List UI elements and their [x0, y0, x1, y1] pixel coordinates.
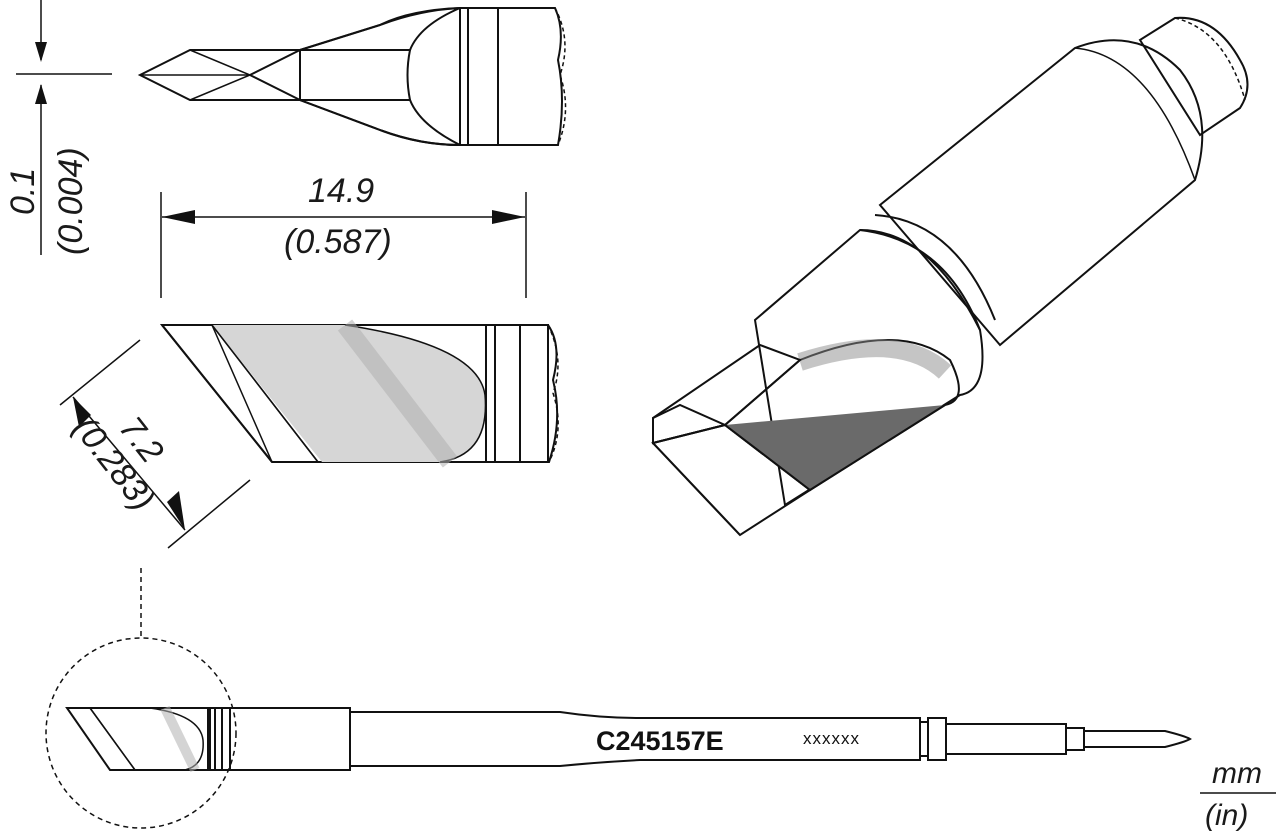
full-tip-view: C245157E xxxxxx	[65, 705, 1192, 773]
length-mm-label: 14.9	[308, 172, 374, 210]
serial-marking-label: xxxxxx	[803, 729, 860, 748]
thickness-in-label: (0.004)	[52, 147, 90, 255]
tip-side-view	[159, 319, 559, 468]
unit-metric-label: mm	[1212, 757, 1262, 790]
length-in-label: (0.587)	[284, 223, 392, 261]
tip-3d-view	[651, 16, 1249, 537]
unit-imperial-label: (in)	[1205, 799, 1248, 832]
thickness-mm-label: 0.1	[4, 168, 42, 215]
unit-legend: mm (in)	[1200, 757, 1276, 832]
thickness-dimension: 0.1 (0.004)	[4, 0, 112, 255]
part-number-label: C245157E	[596, 726, 724, 756]
width-dimension: 7.2 (0.283)	[59, 339, 251, 549]
detail-circle	[45, 637, 237, 829]
tip-top-view	[137, 6, 567, 147]
length-dimension: 14.9 (0.587)	[160, 172, 527, 298]
